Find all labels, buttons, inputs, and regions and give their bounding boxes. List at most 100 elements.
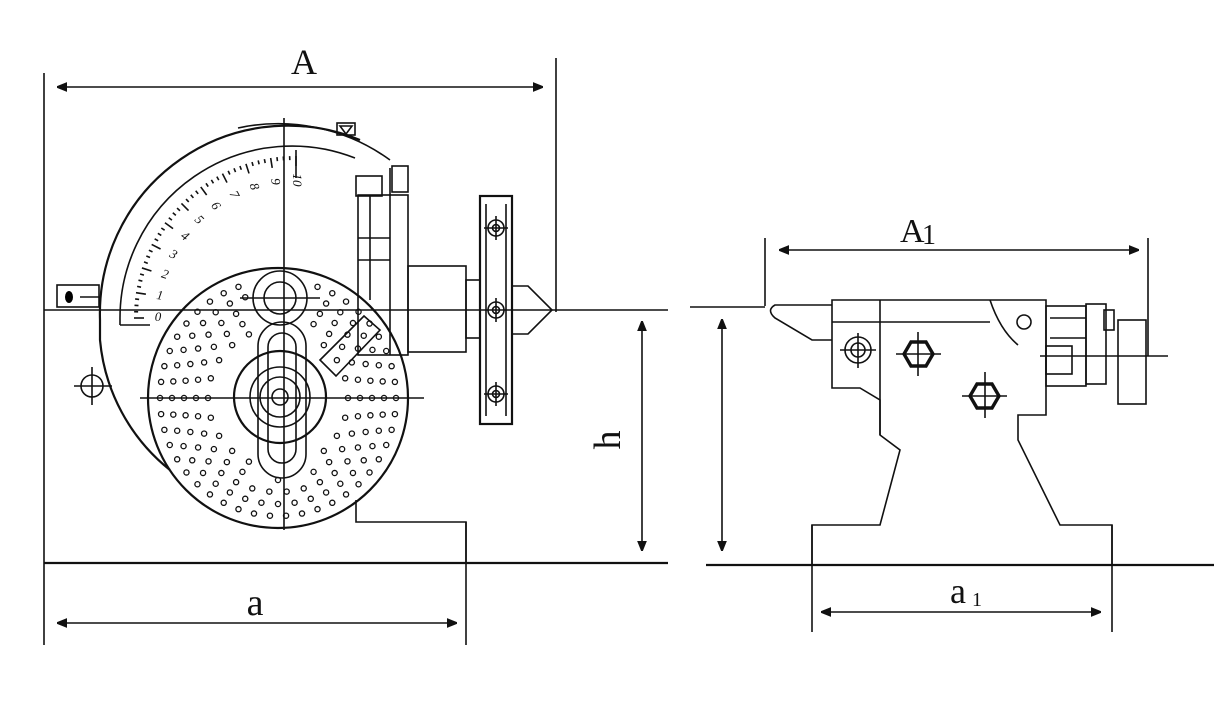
side-mechanism-arm: [1085, 303, 1107, 385]
index-hole: [274, 500, 282, 508]
index-hole: [379, 411, 386, 418]
center-point: [511, 285, 554, 335]
index-hole: [241, 293, 249, 301]
index-hole: [338, 445, 346, 453]
index-hole: [379, 378, 386, 385]
index-hole: [341, 375, 349, 382]
index-hole: [307, 495, 315, 503]
index-hole: [173, 333, 181, 340]
scale-number: 4: [178, 228, 192, 244]
index-hole: [356, 394, 364, 402]
lock-pin-body: [56, 284, 100, 308]
scale-tick: [216, 176, 220, 181]
index-hole: [329, 289, 336, 297]
index-hole: [325, 458, 333, 466]
index-hole: [354, 376, 362, 384]
index-hole: [367, 377, 374, 384]
index-hole: [249, 485, 256, 492]
index-hole: [168, 394, 176, 402]
scale-tick: [164, 222, 174, 230]
crank-hub-core: [271, 388, 289, 406]
scale-number: 9: [268, 177, 284, 186]
spindle-housing: [407, 265, 467, 353]
index-hole: [266, 488, 273, 495]
side-body-curve: [989, 299, 1019, 346]
index-hole: [187, 360, 194, 368]
index-hole: [391, 410, 399, 418]
index-hole: [348, 430, 356, 437]
index-hole: [316, 310, 324, 318]
index-hole: [180, 346, 187, 354]
side-body-outline: [811, 299, 1113, 565]
index-hole: [266, 512, 274, 519]
index-hole: [391, 378, 399, 386]
index-hole: [205, 458, 212, 465]
index-hole: [388, 426, 395, 434]
lock-pin-hole: [65, 291, 73, 303]
scale-tick: [227, 170, 231, 175]
scale-tick: [172, 212, 177, 216]
index-hole: [320, 341, 328, 349]
index-hole: [369, 346, 376, 354]
index-hole: [161, 426, 168, 434]
index-hole: [232, 478, 240, 486]
index-hole: [344, 458, 351, 465]
index-hole: [337, 480, 344, 488]
scale-tick: [263, 158, 266, 164]
index-hole: [310, 468, 317, 476]
crank-slot: [267, 332, 297, 464]
dimension-label-A1-subscript: 1: [922, 220, 936, 251]
index-hole: [173, 427, 181, 435]
scale-tick: [233, 168, 237, 173]
column-top-block: [391, 165, 409, 193]
index-hole: [325, 330, 333, 338]
index-hole: [166, 441, 174, 449]
index-hole: [194, 376, 202, 384]
index-hole: [204, 394, 212, 402]
index-hole: [166, 347, 174, 355]
index-hole: [170, 378, 177, 385]
index-hole: [354, 412, 362, 420]
index-hole: [183, 320, 190, 327]
index-hole: [157, 378, 165, 386]
index-hole: [239, 320, 246, 328]
side-view: A 1 a 1: [690, 213, 1214, 632]
index-hole: [362, 360, 369, 368]
scale-number: 5: [192, 212, 208, 228]
index-hole: [245, 458, 253, 465]
scale-tick: [210, 179, 215, 184]
scale-number: 3: [167, 245, 181, 262]
scale-tick: [168, 217, 173, 221]
side-mechanism-pin: [1103, 309, 1115, 331]
index-hole: [215, 432, 223, 440]
side-small-hole: [1016, 314, 1032, 330]
index-hole: [218, 319, 225, 327]
index-hole: [218, 469, 225, 477]
dimension-label-A1: A: [900, 213, 925, 250]
index-hole: [235, 505, 242, 513]
side-mechanism-lower-block: [1045, 345, 1073, 375]
scale-tick: [245, 163, 250, 174]
index-hole: [250, 510, 258, 517]
index-hole: [258, 499, 265, 506]
dimension-label-A: A: [291, 42, 317, 82]
index-hole: [338, 343, 346, 351]
index-marker-triangle: [338, 125, 354, 136]
index-hole: [316, 478, 324, 486]
index-hole: [331, 319, 338, 327]
scale-tick: [157, 232, 162, 237]
index-hole: [215, 356, 223, 364]
dimension-label-h: h: [587, 431, 629, 450]
crank-hub-inner: [259, 376, 301, 418]
index-hole: [344, 394, 352, 402]
scale-tick: [146, 255, 151, 259]
scale-tick: [141, 267, 152, 272]
index-hole: [226, 300, 234, 307]
scale-tick: [251, 161, 254, 167]
index-hole: [283, 488, 290, 495]
column-body: [357, 194, 409, 356]
index-hole: [199, 469, 207, 477]
index-hole: [329, 499, 336, 507]
index-hole: [228, 341, 236, 349]
index-hole: [322, 489, 330, 496]
